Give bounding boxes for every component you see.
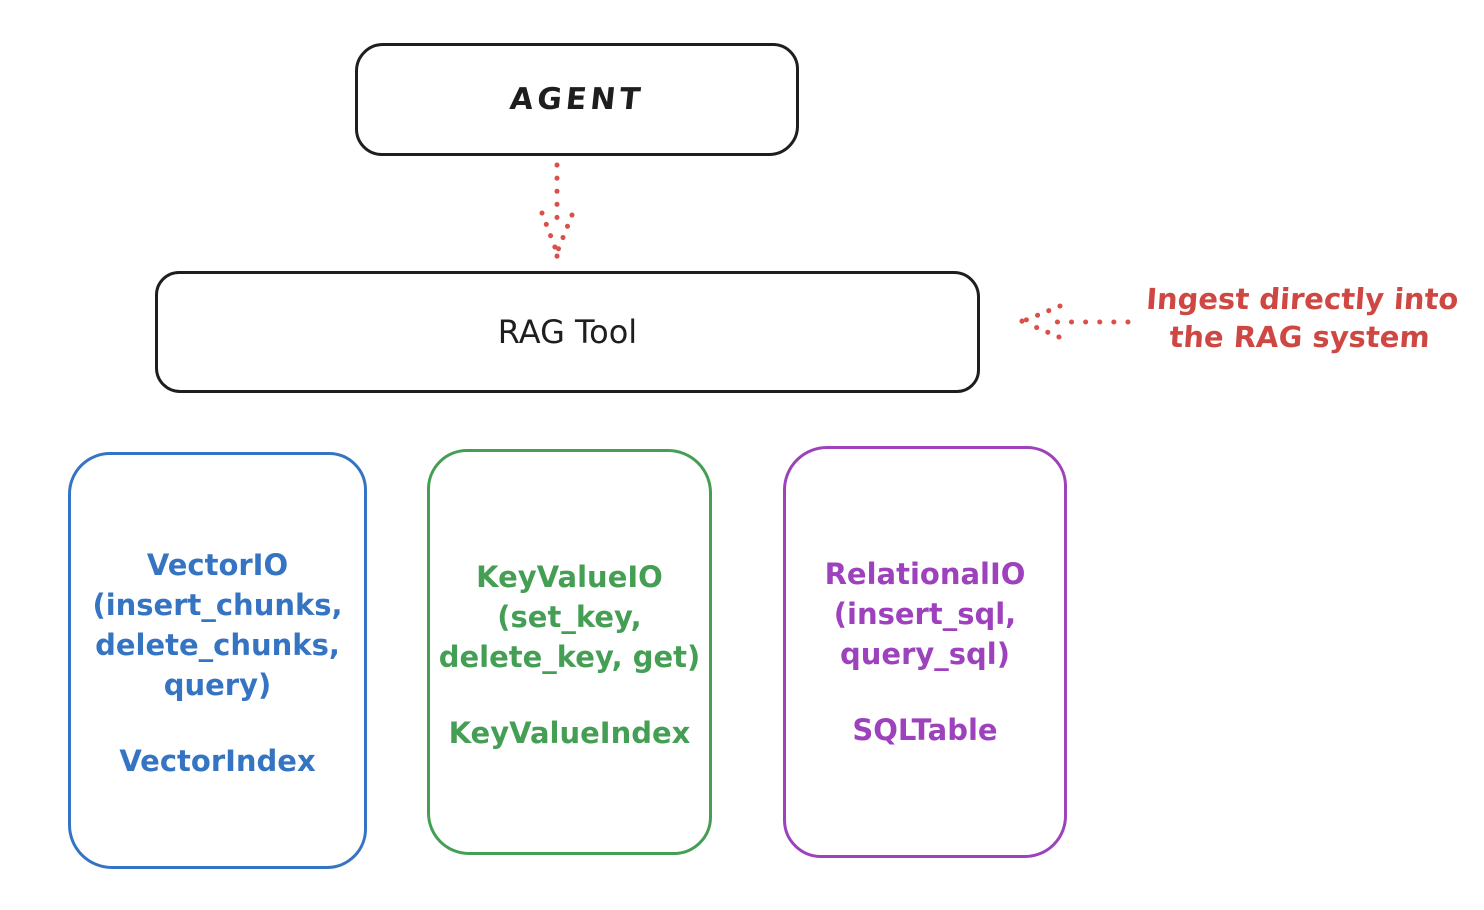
vector-io-line-2: (insert_chunks, [92, 588, 343, 622]
dotted-left-arrow-icon [1019, 303, 1131, 340]
agent-label: AGENT [508, 82, 646, 117]
keyvalue-io-line-3: delete_key, get) [438, 640, 701, 674]
vector-io-line-4: query) [163, 668, 272, 702]
keyvalue-io-box: KeyValueIO (set_key, delete_key, get) Ke… [427, 449, 712, 855]
dotted-down-arrow-icon [539, 162, 575, 259]
ingest-annotation: Ingest directly into the RAG system [1125, 280, 1476, 356]
rag-tool-label: RAG Tool [497, 313, 638, 351]
vector-io-line-1: VectorIO [146, 548, 289, 582]
keyvalue-index-label: KeyValueIndex [448, 716, 691, 750]
relational-io-line-3: query_sql) [840, 637, 1010, 671]
vector-index-label: VectorIndex [119, 744, 316, 778]
rag-tool-box: RAG Tool [155, 271, 980, 393]
vector-io-box: VectorIO (insert_chunks, delete_chunks, … [68, 452, 367, 869]
agent-box: AGENT [355, 43, 799, 156]
relational-io-line-2: (insert_sql, [833, 597, 1017, 631]
annotation-line-1: Ingest directly into [1145, 282, 1460, 316]
relational-io-box: RelationalIO (insert_sql, query_sql) SQL… [783, 446, 1067, 858]
vector-io-line-3: delete_chunks, [95, 628, 340, 662]
sql-table-label: SQLTable [852, 713, 998, 747]
keyvalue-io-line-2: (set_key, [497, 600, 642, 634]
relational-io-line-1: RelationalIO [824, 557, 1026, 591]
keyvalue-io-line-1: KeyValueIO [476, 560, 663, 594]
annotation-line-2: the RAG system [1168, 320, 1431, 354]
